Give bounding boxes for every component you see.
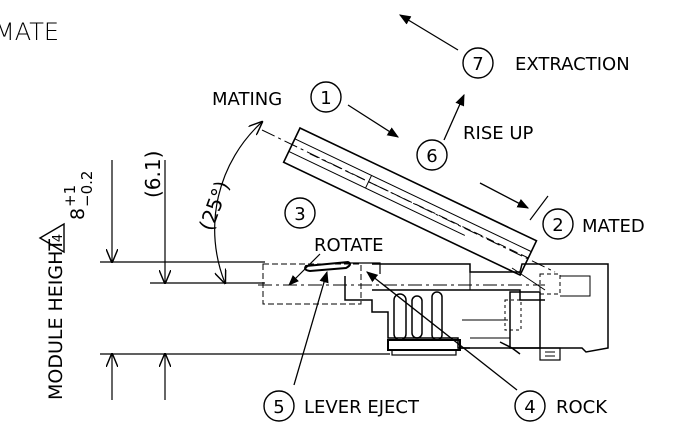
step-6-label: RISE UP bbox=[463, 123, 534, 144]
step-2: 2 MATED bbox=[542, 208, 645, 240]
motion-arrows bbox=[288, 14, 549, 391]
nominal-value: 8 bbox=[67, 208, 89, 220]
module-height-label: MODULE HEIGHT bbox=[45, 239, 67, 400]
step-5-label: LEVER EJECT bbox=[304, 397, 420, 418]
step-6-circle bbox=[416, 139, 448, 171]
step-5-circle bbox=[263, 390, 295, 422]
module-height-dimension: MODULE HEIGHT 4 8 +1 −0.2 bbox=[38, 171, 96, 400]
step-3-number: 3 bbox=[294, 204, 305, 225]
step-1: MATING 1 bbox=[212, 81, 342, 113]
step-1-label: MATING bbox=[212, 89, 282, 110]
step-6-number: 6 bbox=[426, 146, 437, 167]
step-5-number: 5 bbox=[273, 397, 284, 418]
revision-mark: 4 bbox=[51, 234, 66, 242]
step-2-number: 2 bbox=[552, 215, 563, 236]
dimension-lines bbox=[100, 122, 390, 400]
step-3: 3 ROTATE bbox=[284, 197, 384, 256]
tolerance-minus: −0.2 bbox=[78, 171, 96, 207]
angle-label: (25°) bbox=[194, 178, 234, 234]
page-title: MATE bbox=[0, 18, 59, 46]
step-5: 5 LEVER EJECT bbox=[263, 390, 420, 422]
step-7-label: EXTRACTION bbox=[515, 54, 630, 75]
reference-height-label: (6.1) bbox=[141, 151, 165, 198]
step-1-number: 1 bbox=[320, 88, 331, 109]
step-3-label: ROTATE bbox=[314, 235, 384, 256]
step-2-circle bbox=[542, 208, 574, 240]
step-2-label: MATED bbox=[582, 216, 645, 237]
step-7-number: 7 bbox=[472, 54, 483, 75]
step-1-circle bbox=[310, 81, 342, 113]
step-4: 4 ROCK bbox=[514, 390, 608, 422]
step-4-label: ROCK bbox=[556, 397, 608, 418]
step-6: 6 RISE UP bbox=[416, 123, 534, 171]
step-7: 7 EXTRACTION bbox=[462, 47, 630, 79]
connector-body bbox=[258, 260, 609, 361]
revision-triangle-icon bbox=[38, 222, 65, 254]
step-4-number: 4 bbox=[524, 397, 535, 418]
step-3-circle bbox=[284, 197, 316, 229]
tilted-module bbox=[282, 126, 538, 277]
step-7-circle bbox=[462, 47, 494, 79]
module-centerline bbox=[261, 129, 556, 273]
step-4-circle bbox=[514, 390, 546, 422]
tolerance-plus: +1 bbox=[61, 185, 79, 207]
